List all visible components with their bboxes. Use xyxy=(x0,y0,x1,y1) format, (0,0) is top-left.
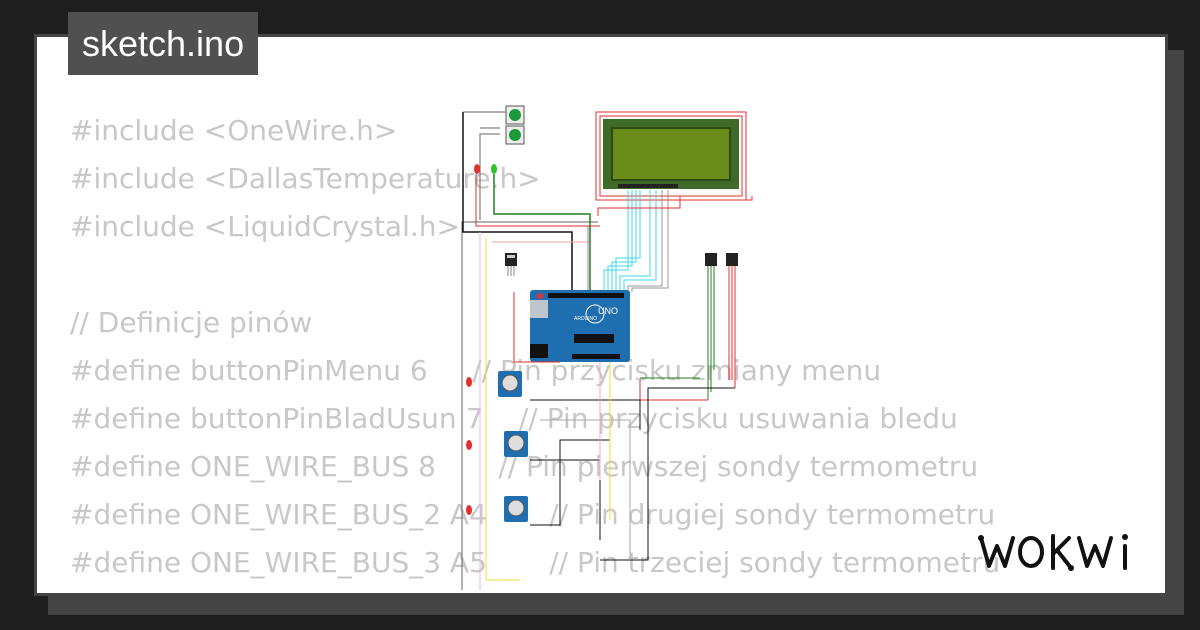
lcd-wires xyxy=(603,190,657,290)
file-title-tab: sketch.ino xyxy=(68,12,259,75)
temperature-sensor-3 xyxy=(726,253,738,388)
arduino-uno-board: UNO ARDUINO xyxy=(530,290,630,362)
lcd-gray-wires xyxy=(627,190,669,292)
board-sub-label: ARDUINO xyxy=(574,316,597,322)
push-button-2 xyxy=(505,125,525,145)
code-line: #define buttonPinMenu 6 // Pin przycisku… xyxy=(70,354,882,387)
lcd-display xyxy=(595,111,747,201)
code-line: // Definicje pinów xyxy=(70,306,313,339)
code-line: #include <DallasTemperature.h> xyxy=(70,162,541,195)
code-editor: #include <OneWire.h> #include <DallasTemp… xyxy=(70,107,1001,593)
led-red-top xyxy=(474,164,600,227)
led-red-3 xyxy=(466,440,472,450)
wokwi-logo xyxy=(978,534,1128,571)
signal-wires xyxy=(513,292,641,560)
push-button-1 xyxy=(505,105,525,125)
led-red-2 xyxy=(466,377,472,387)
code-line: #define ONE_WIRE_BUS_3 A5 // Pin trzecie… xyxy=(70,546,1001,579)
code-line: #include <LiquidCrystal.h> xyxy=(70,210,460,243)
board-label: UNO xyxy=(598,306,618,316)
code-line: #define buttonPinBladUsun 7 // Pin przyc… xyxy=(70,402,958,435)
potentiometer-3 xyxy=(504,496,528,522)
led-green-top xyxy=(491,164,591,290)
potentiometer-2 xyxy=(504,431,528,457)
code-line: #define ONE_WIRE_BUS_2 A4 // Pin drugiej… xyxy=(70,498,996,531)
code-line: #define ONE_WIRE_BUS 8 // Pin pierwszej … xyxy=(70,450,979,483)
temperature-sensor-2 xyxy=(705,253,717,400)
led-red-4 xyxy=(466,505,472,515)
temperature-sensor-1 xyxy=(505,253,517,276)
code-line: #include <OneWire.h> xyxy=(70,114,398,147)
potentiometer-1 xyxy=(498,371,522,397)
